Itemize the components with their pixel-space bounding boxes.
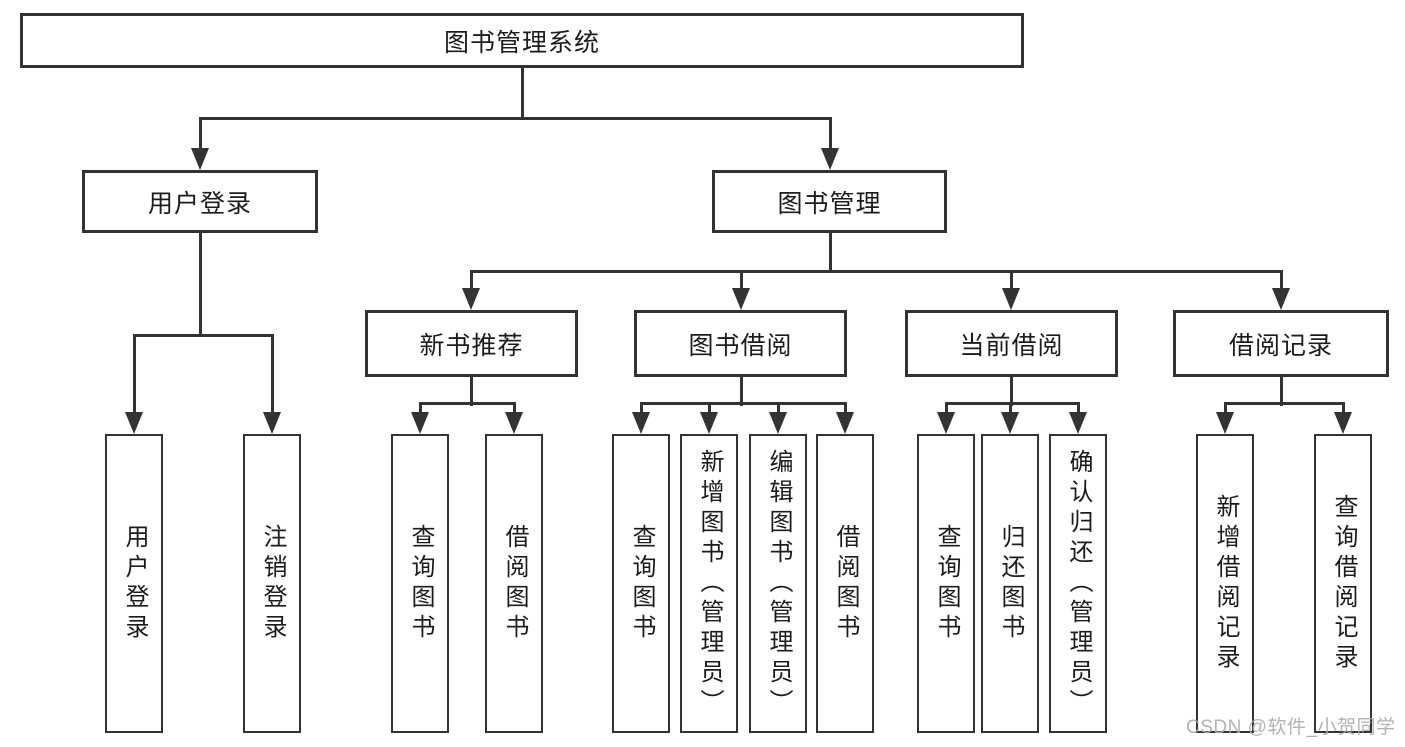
arrow-down-icon [1001,412,1019,434]
connector-line [270,335,274,414]
connector-line [198,233,202,337]
arrow-down-icon [769,412,787,434]
connector-line [1223,403,1227,414]
connector-line [1279,377,1283,406]
node-label: 图书管理系统 [443,28,600,57]
leaf-edit-book-admin: 编辑图书（管理员） [749,434,807,733]
leaf-borrow-books: 借阅图书 [816,434,874,733]
arrow-down-icon [836,412,854,434]
arrow-down-icon [1069,412,1087,434]
connector-line [828,118,832,150]
arrow-down-icon [191,148,209,170]
connector-line [198,118,202,150]
node-label: 查询借阅记录 [1330,493,1357,674]
connector-line [469,377,473,406]
arrow-down-icon [411,412,429,434]
connector-line [639,401,847,405]
leaf-query-books-current: 查询图书 [917,434,975,733]
node-label: 确认归还（管理员） [1065,448,1092,719]
leaf-borrow-books-recommend: 借阅图书 [485,434,543,733]
node-label: 图书借阅 [688,331,793,360]
node-label: 用户登录 [121,523,148,644]
arrow-down-icon [125,412,143,434]
leaf-confirm-return-admin: 确认归还（管理员） [1049,434,1107,733]
node-current-borrowing: 当前借阅 [905,310,1118,377]
arrow-down-icon [1002,288,1020,310]
node-label: 借阅图书 [832,523,859,644]
leaf-logout: 注销登录 [243,434,301,733]
node-label: 归还图书 [997,523,1024,644]
connector-line [1223,401,1345,405]
connector-line [1341,403,1345,414]
node-user-login-group: 用户登录 [82,170,318,233]
leaf-add-book-admin: 新增图书（管理员） [680,434,738,733]
arrow-down-icon [263,412,281,434]
arrow-down-icon [1216,412,1234,434]
node-label: 用户登录 [147,189,252,218]
connector-line [739,377,743,406]
node-label: 注销登录 [259,523,286,644]
arrow-down-icon [821,148,839,170]
connector-line [1009,271,1013,290]
connector-line [739,271,743,290]
connector-line [469,271,473,290]
connector-line [1009,377,1013,406]
connector-line [132,333,274,337]
node-label: 借阅记录 [1228,331,1333,360]
connector-line [512,403,516,414]
leaf-user-login: 用户登录 [105,434,163,733]
csdn-watermark: CSDN @软件_小贺同学 [1186,717,1396,738]
node-label: 查询图书 [407,523,434,644]
node-label: 新增图书（管理员） [696,448,723,719]
leaf-query-books-recommend: 查询图书 [391,434,449,733]
node-new-book-recommend: 新书推荐 [365,310,578,377]
connector-line [1279,271,1283,290]
connector-line [418,401,516,405]
node-borrowing-records: 借阅记录 [1173,310,1389,377]
arrow-down-icon [1334,412,1352,434]
arrow-down-icon [700,412,718,434]
leaf-query-books-borrow: 查询图书 [612,434,670,733]
node-book-borrowing: 图书借阅 [634,310,847,377]
leaf-add-borrow-record: 新增借阅记录 [1196,434,1254,733]
arrow-down-icon [505,412,523,434]
node-label: 查询图书 [933,523,960,644]
connector-line [1008,403,1012,414]
arrow-down-icon [632,412,650,434]
connector-line [944,403,948,414]
node-label: 查询图书 [628,523,655,644]
connector-line [707,403,711,414]
node-library-management-system: 图书管理系统 [20,13,1024,68]
connector-line [1076,403,1080,414]
leaf-query-borrow-record: 查询借阅记录 [1314,434,1372,733]
connector-line [520,68,524,120]
connector-line [639,403,643,414]
arrow-down-icon [937,412,955,434]
connector-line [198,116,832,120]
node-label: 新增借阅记录 [1212,493,1239,674]
node-label: 新书推荐 [419,331,524,360]
connector-line [132,335,136,414]
node-label: 图书管理 [777,189,882,218]
connector-line [843,403,847,414]
node-label: 当前借阅 [959,331,1064,360]
arrow-down-icon [732,288,750,310]
connector-line [418,403,422,414]
arrow-down-icon [1272,288,1290,310]
arrow-down-icon [462,288,480,310]
connector-line [776,403,780,414]
node-label: 借阅图书 [501,523,528,644]
connector-line [828,233,832,273]
leaf-return-book: 归还图书 [981,434,1039,733]
connector-line [469,269,1283,273]
node-label: 编辑图书（管理员） [765,448,792,719]
node-book-management: 图书管理 [712,170,947,233]
connector-line [944,401,1080,405]
